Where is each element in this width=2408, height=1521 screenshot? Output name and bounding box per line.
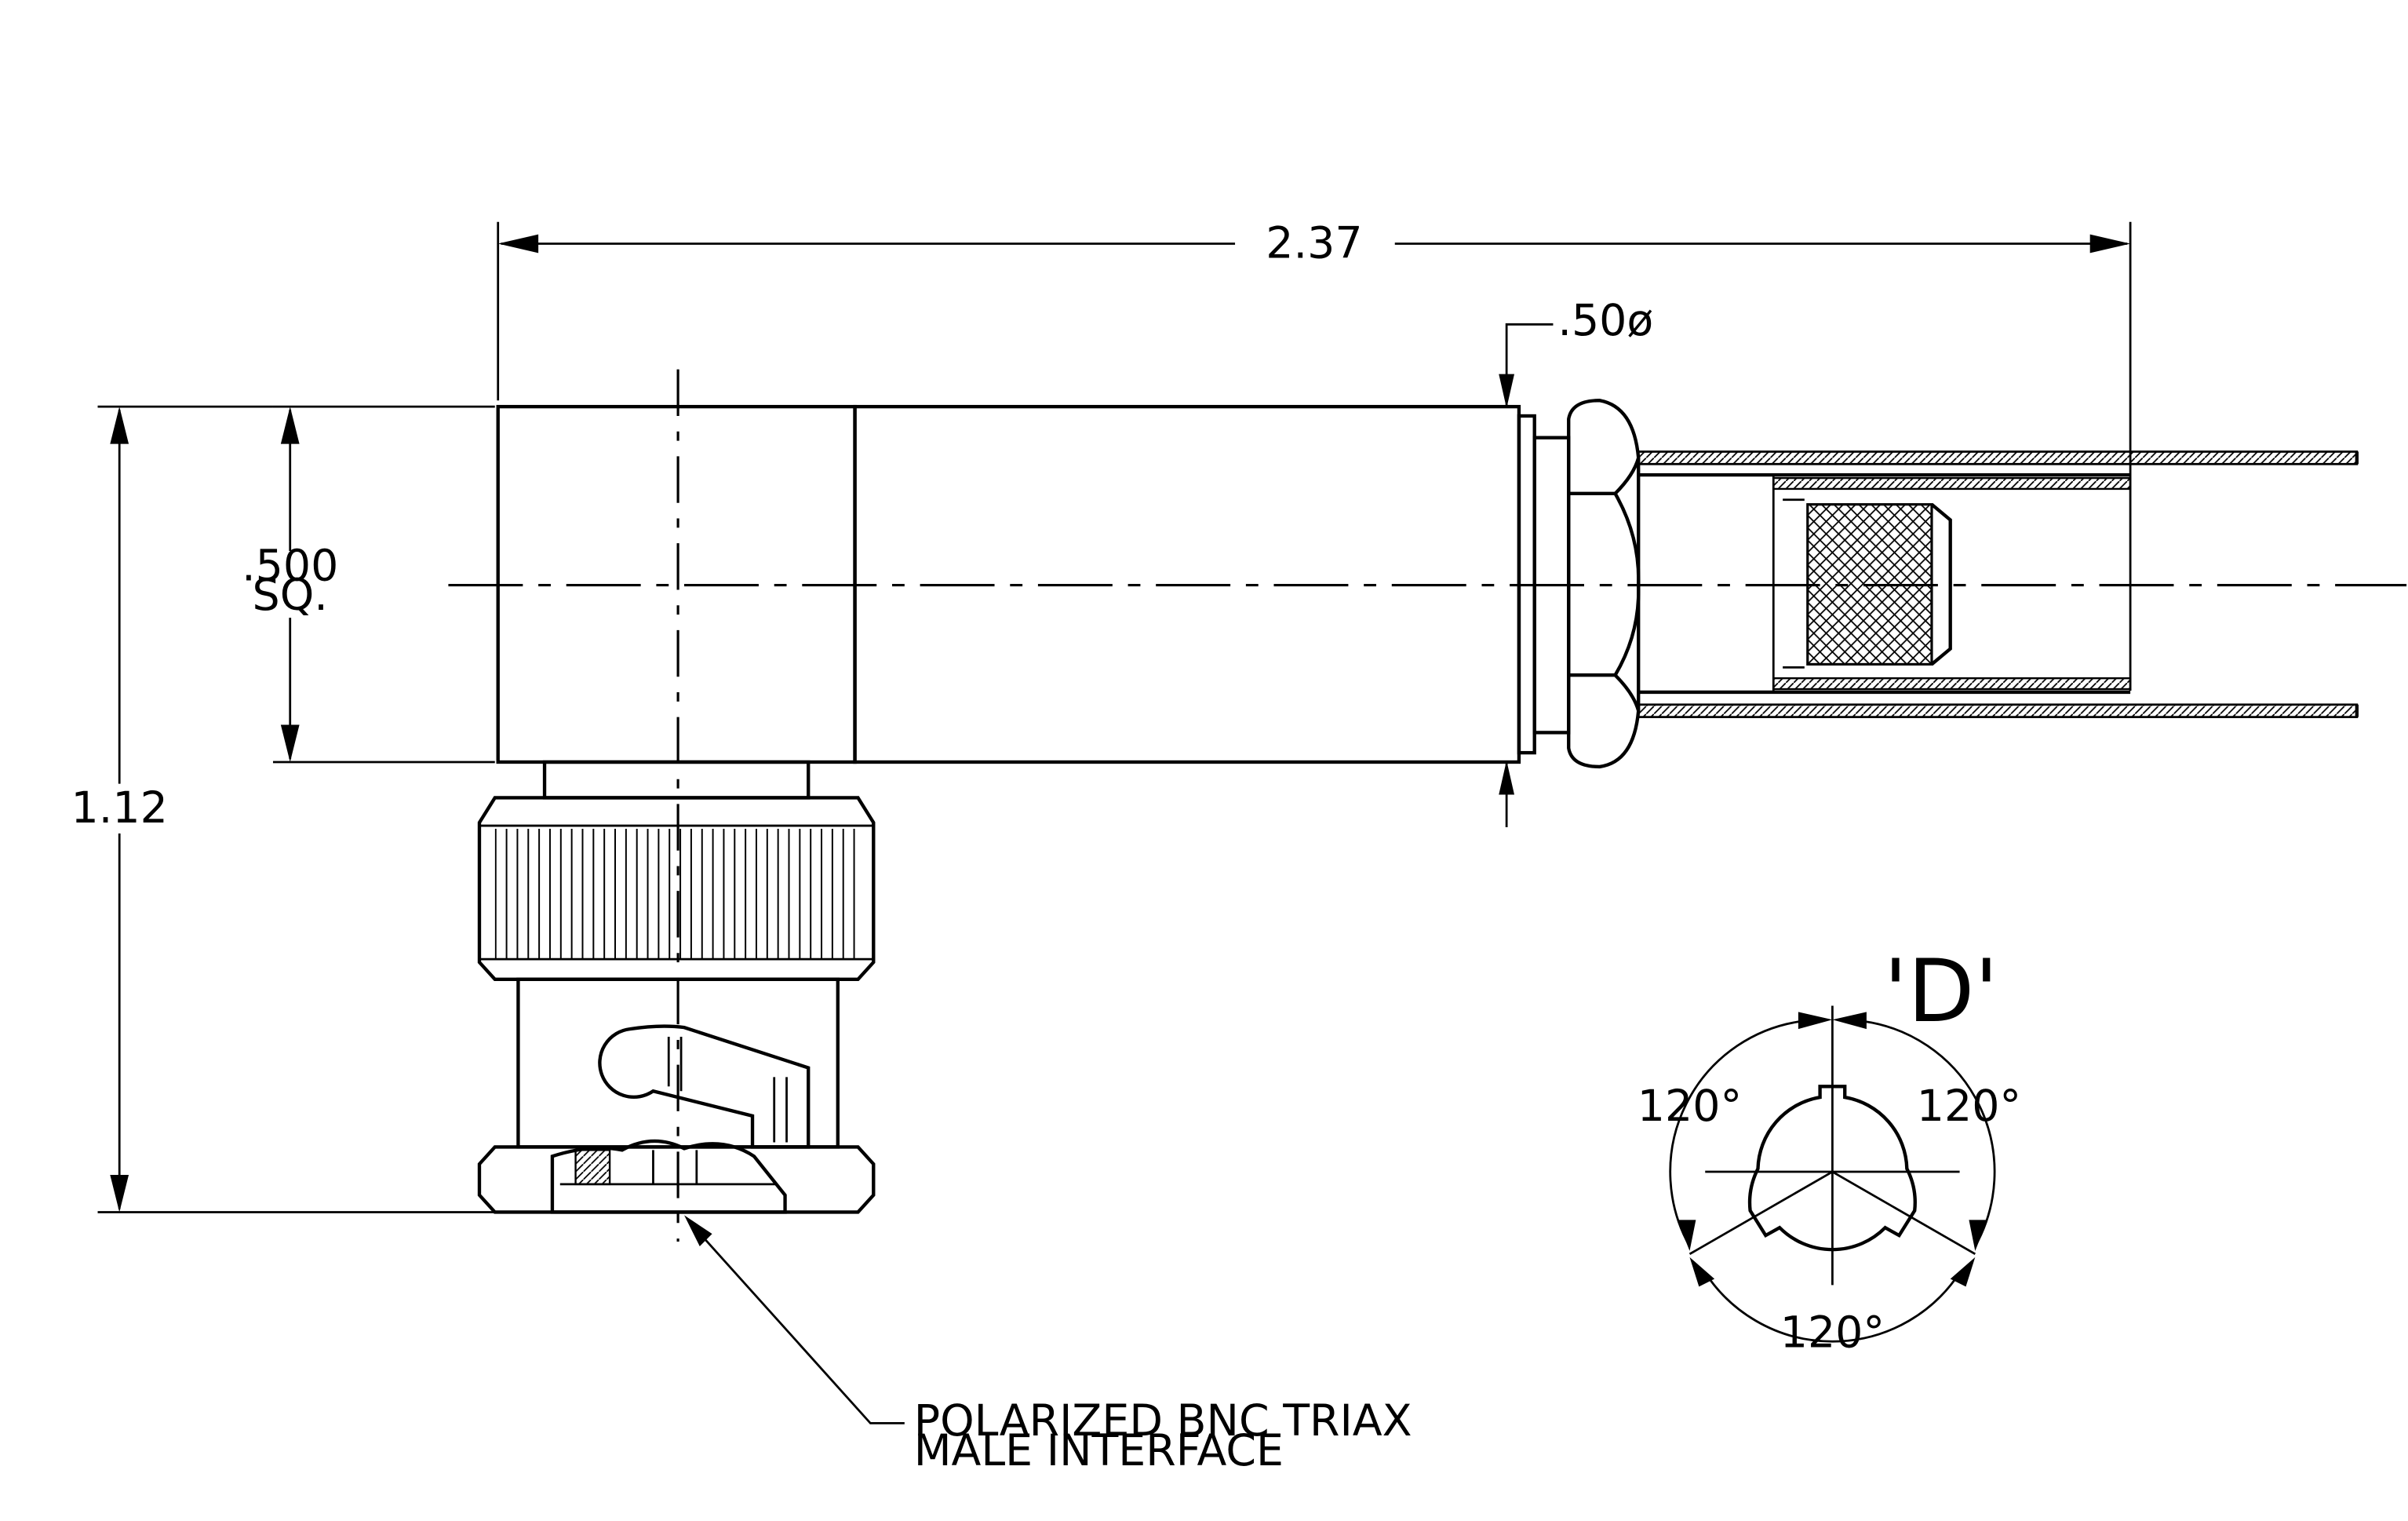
interface-callout: POLARIZED BNC TRIAX MALE INTERFACE [684, 1215, 1412, 1476]
arrow-down-icon [1969, 1220, 1988, 1251]
angle-bottom-label: 120° [1780, 1308, 1885, 1359]
callout-line-2: MALE INTERFACE [914, 1426, 1284, 1476]
overall-length-label: 2.37 [1266, 218, 1362, 268]
arrow-left-icon [497, 234, 539, 254]
detail-title: 'D' [1884, 941, 1998, 1042]
square-size-dimension: .500 SQ. [242, 405, 495, 764]
height-dimension: 1.12 [71, 405, 685, 1213]
arrow-up-icon [1689, 1257, 1715, 1287]
body-diameter-dimension: .50ø [1499, 296, 1653, 828]
angle-right-label: 120° [1917, 1081, 2021, 1132]
arrow-down-icon [1499, 374, 1515, 409]
arrow-right-icon [1798, 1012, 1833, 1030]
arrow-down-icon [1677, 1220, 1696, 1251]
square-size-label: .500 [242, 542, 338, 592]
arrow-left-icon [1832, 1012, 1867, 1030]
callout-line-1: POLARIZED BNC TRIAX [914, 1396, 1412, 1446]
bnc-coupling [477, 760, 876, 1214]
insulator-hatch [574, 1149, 611, 1186]
centerlines [448, 369, 2407, 1242]
height-label: 1.12 [71, 783, 168, 833]
arrow-up-icon [110, 407, 129, 444]
arrow-up-icon [280, 407, 300, 444]
body-diameter-label: .50ø [1557, 296, 1653, 346]
arrow-right-icon [2089, 234, 2131, 254]
arrow-up-icon [1499, 760, 1515, 795]
arrow-up-icon [1950, 1257, 1976, 1287]
overall-length-dimension: 2.37 [497, 218, 2132, 691]
square-suffix-label: SQ. [253, 571, 328, 621]
angle-left-label: 120° [1638, 1081, 1742, 1132]
arrow-down-icon [280, 724, 300, 762]
leader-arrow-icon [684, 1215, 712, 1246]
connector-body [496, 399, 1641, 769]
arrow-down-icon [110, 1175, 129, 1213]
detail-view-d: 'D' 120° 120° 120° [1638, 941, 2021, 1358]
